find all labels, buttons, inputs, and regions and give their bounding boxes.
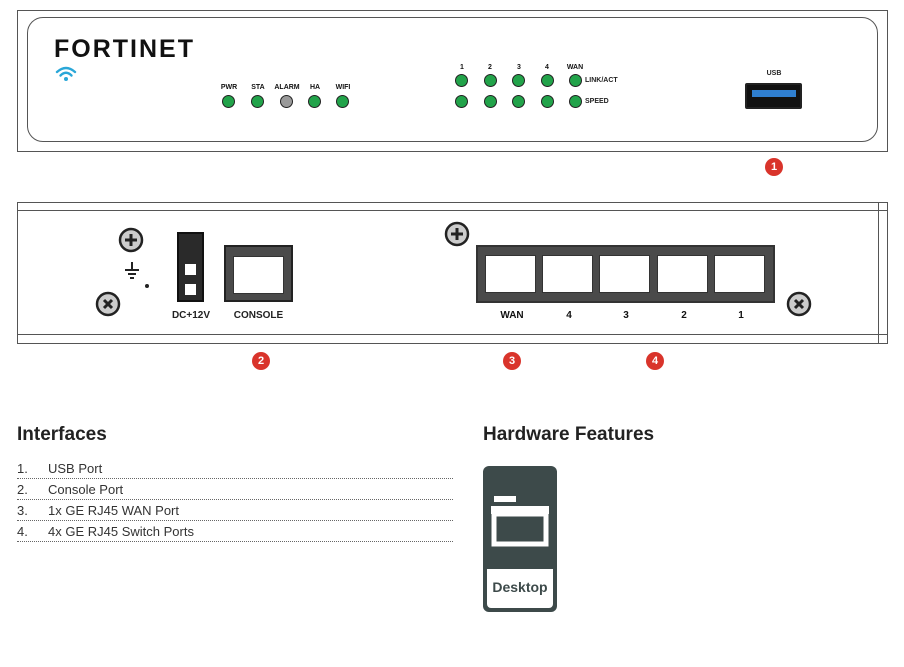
link-act-label: LINK/ACT — [585, 77, 618, 84]
switch-port-3 — [599, 255, 650, 293]
speed-led-3 — [512, 95, 525, 108]
dc-power-jack — [177, 232, 204, 302]
link-led-2 — [484, 74, 497, 87]
list-item-text: 1x GE RJ45 WAN Port — [48, 503, 179, 518]
port-led-label-1: 1 — [460, 64, 464, 71]
console-label: CONSOLE — [233, 310, 284, 321]
link-led-3 — [512, 74, 525, 87]
list-item-number: 3. — [17, 503, 28, 518]
led-label-pwr: PWR — [220, 84, 238, 91]
ground-dot — [145, 284, 149, 288]
back-panel-top-line — [17, 210, 888, 211]
led-label-ha: HA — [309, 84, 321, 91]
front-panel-bezel — [27, 17, 878, 142]
desktop-feature-card: Desktop — [483, 466, 557, 612]
callout-4: 4 — [646, 352, 664, 370]
ground-screw-icon — [118, 227, 144, 253]
alarm-led — [280, 95, 293, 108]
switch-port-1 — [714, 255, 765, 293]
port-label-2: 2 — [681, 310, 687, 321]
wan-port — [485, 255, 536, 293]
list-item: 3. 1x GE RJ45 WAN Port — [17, 500, 453, 521]
led-label-wifi: WIFI — [335, 84, 351, 91]
list-item-number: 4. — [17, 524, 28, 539]
switch-port-4 — [542, 255, 593, 293]
speed-label: SPEED — [585, 98, 609, 105]
link-led-1 — [455, 74, 468, 87]
back-panel-bottom-line — [17, 334, 888, 335]
list-item: 4. 4x GE RJ45 Switch Ports — [17, 521, 453, 542]
usb-label: USB — [766, 70, 782, 77]
port-label-wan: WAN — [500, 310, 524, 321]
dc-power-label: DC+12V — [171, 310, 211, 321]
speed-led-4 — [541, 95, 554, 108]
wifi-led — [336, 95, 349, 108]
led-label-sta: STA — [251, 84, 265, 91]
port-label-1: 1 — [738, 310, 744, 321]
callout-1: 1 — [765, 158, 783, 176]
console-port — [224, 245, 293, 302]
list-item-number: 2. — [17, 482, 28, 497]
interfaces-heading: Interfaces — [17, 424, 107, 445]
port-label-3: 3 — [623, 310, 629, 321]
usb-port — [745, 83, 802, 109]
list-item-text: 4x GE RJ45 Switch Ports — [48, 524, 194, 539]
speed-led-wan — [569, 95, 582, 108]
ha-led — [308, 95, 321, 108]
screw-icon — [444, 221, 470, 247]
port-led-label-2: 2 — [488, 64, 492, 71]
screw-icon — [786, 291, 812, 317]
desktop-label: Desktop — [492, 579, 548, 595]
screw-icon — [95, 291, 121, 317]
desktop-icon — [491, 496, 549, 547]
pwr-led — [222, 95, 235, 108]
speed-led-1 — [455, 95, 468, 108]
list-item: 2. Console Port — [17, 479, 453, 500]
wifi-icon — [55, 66, 77, 81]
list-item-number: 1. — [17, 461, 28, 476]
list-item-text: Console Port — [48, 482, 124, 497]
list-item: 1. USB Port — [17, 458, 453, 479]
callout-2: 2 — [252, 352, 270, 370]
hardware-features-heading: Hardware Features — [483, 424, 655, 445]
link-led-4 — [541, 74, 554, 87]
rj45-port-block — [476, 245, 775, 303]
led-label-alarm: ALARM — [274, 84, 300, 91]
port-label-4: 4 — [566, 310, 572, 321]
sta-led — [251, 95, 264, 108]
port-led-label-wan: WAN — [566, 64, 584, 71]
port-led-label-3: 3 — [517, 64, 521, 71]
port-led-label-4: 4 — [545, 64, 549, 71]
link-led-wan — [569, 74, 582, 87]
fortinet-logo: FORTINET — [54, 35, 195, 63]
speed-led-2 — [484, 95, 497, 108]
callout-3: 3 — [503, 352, 521, 370]
switch-port-2 — [657, 255, 708, 293]
ground-symbol-icon — [125, 262, 139, 279]
back-panel-right-line — [878, 202, 879, 344]
list-item-text: USB Port — [48, 461, 103, 476]
